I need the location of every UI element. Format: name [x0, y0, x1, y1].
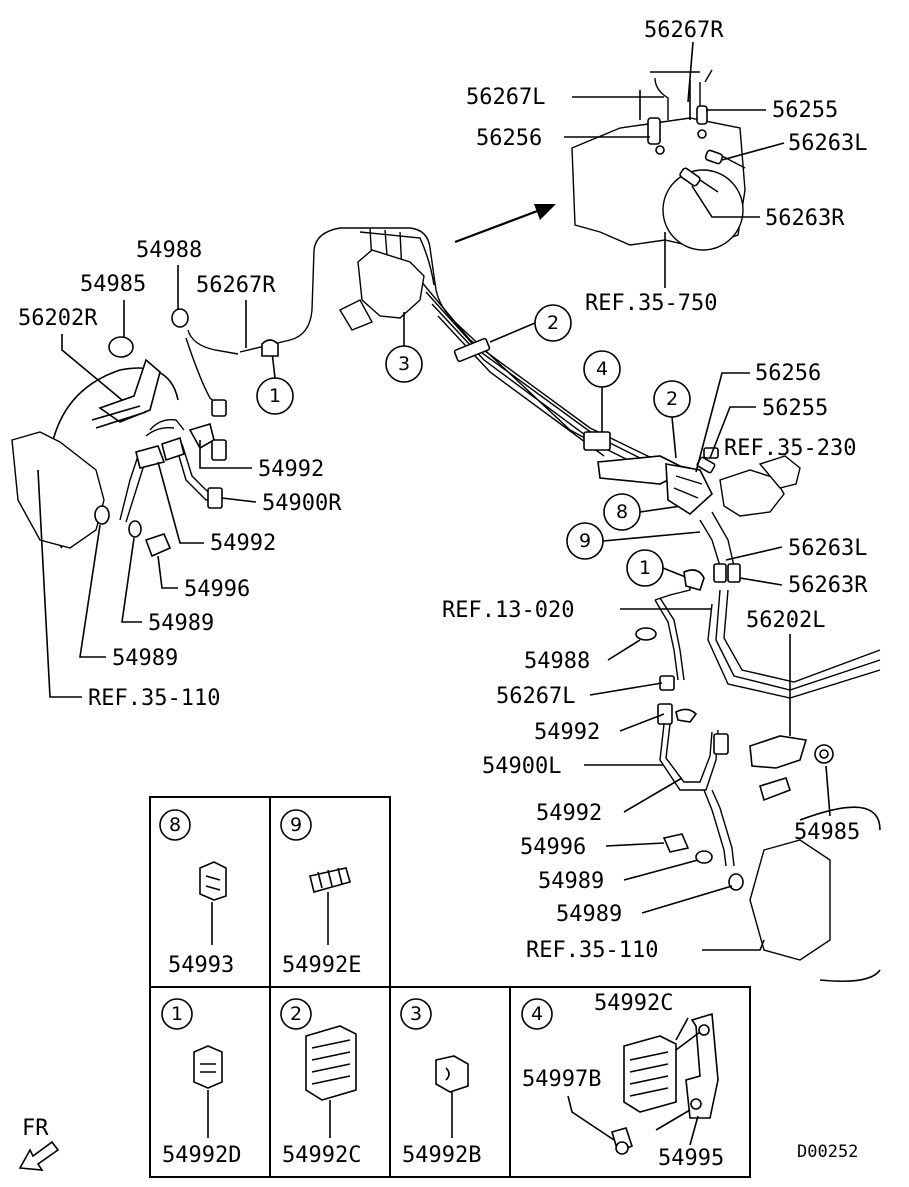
- detail-box-8: 8 54993: [159, 809, 234, 978]
- svg-text:54997B: 54997B: [522, 1067, 601, 1092]
- marker-1-left: 1: [256, 351, 294, 415]
- svg-text:4: 4: [531, 1003, 543, 1025]
- callout-54989-left-a: 54989: [148, 611, 214, 636]
- detail-box-4: 4 54992C 54997B 54995: [521, 991, 724, 1171]
- svg-text:2: 2: [547, 312, 559, 334]
- callout-54992-left-a: 54992: [258, 457, 324, 482]
- front-direction-indicator: FR: [18, 1116, 60, 1171]
- svg-text:54992C: 54992C: [594, 991, 673, 1016]
- clamp-1-left: [261, 339, 279, 357]
- callout-56263L-right: 56263L: [788, 536, 867, 561]
- main-brake-pipe-bundle: [239, 227, 695, 489]
- callout-54985-right: 54985: [794, 820, 860, 845]
- svg-text:1: 1: [171, 1003, 183, 1025]
- ref-35-750: REF.35-750: [585, 291, 717, 316]
- svg-text:3: 3: [398, 353, 410, 375]
- callout-56263R-top: 56263R: [765, 206, 845, 231]
- svg-text:54992B: 54992B: [402, 1143, 481, 1168]
- callout-54992-left-b: 54992: [210, 531, 276, 556]
- marker-8: 8: [603, 493, 689, 531]
- svg-text:8: 8: [169, 814, 181, 836]
- marker-3: 3: [385, 312, 423, 383]
- callout-54992-right-b: 54992: [536, 801, 602, 826]
- svg-text:9: 9: [579, 530, 591, 552]
- callout-54900L: 54900L: [482, 754, 561, 779]
- detail-box-1: 1 54992D: [161, 998, 241, 1168]
- callout-54985-left: 54985: [80, 272, 146, 297]
- callout-54996-left: 54996: [184, 577, 250, 602]
- ref-13-020: REF.13-020: [442, 598, 574, 623]
- ref-35-110-right: REF.35-110: [526, 938, 658, 963]
- svg-text:4: 4: [596, 358, 608, 380]
- callout-56255-right: 56255: [762, 396, 828, 421]
- callout-56256-top: 56256: [476, 126, 542, 151]
- marker-1-right: 1: [626, 549, 689, 587]
- callout-54989-right-b: 54989: [556, 902, 622, 927]
- marker-4: 4: [583, 350, 621, 432]
- left-wheel-hose-assembly: [11, 308, 239, 558]
- callout-54988-right: 54988: [524, 649, 590, 674]
- right-wheel-hose-assembly: [635, 597, 881, 983]
- ref-35-230: REF.35-230: [724, 436, 856, 461]
- callout-54988-left: 54988: [136, 238, 202, 263]
- svg-text:1: 1: [269, 385, 281, 407]
- callout-54992-right-a: 54992: [534, 720, 600, 745]
- svg-text:54992D: 54992D: [162, 1143, 241, 1168]
- ref-35-110-left: REF.35-110: [88, 686, 220, 711]
- svg-text:54992C: 54992C: [282, 1143, 361, 1168]
- callout-56267R-top: 56267R: [644, 18, 724, 43]
- callout-54996-right: 54996: [520, 835, 586, 860]
- master-cylinder-reference: [571, 69, 746, 251]
- svg-text:8: 8: [616, 501, 628, 523]
- callout-56255-top: 56255: [772, 98, 838, 123]
- detail-grid: [149, 796, 751, 1178]
- fr-label: FR: [22, 1116, 49, 1141]
- direction-arrow: [454, 204, 556, 244]
- callout-56263L-top: 56263L: [788, 131, 867, 156]
- callout-56267R-left: 56267R: [196, 273, 276, 298]
- callout-54900R: 54900R: [262, 491, 342, 516]
- svg-text:54992E: 54992E: [282, 953, 361, 978]
- callout-54989-left-b: 54989: [112, 646, 178, 671]
- svg-text:54995: 54995: [658, 1146, 724, 1171]
- svg-text:3: 3: [410, 1003, 422, 1025]
- callout-54989-right-a: 54989: [538, 869, 604, 894]
- marker-9: 9: [566, 522, 701, 560]
- svg-text:2: 2: [666, 388, 678, 410]
- detail-box-3: 3 54992B: [400, 998, 481, 1168]
- svg-text:54993: 54993: [168, 953, 234, 978]
- callout-56202L: 56202L: [746, 608, 825, 633]
- callout-56202R: 56202R: [18, 306, 98, 331]
- svg-text:9: 9: [290, 814, 302, 836]
- detail-box-9: 9 54992E: [280, 809, 361, 978]
- marker-2-mid: 2: [653, 380, 691, 459]
- diagram-code: D00252: [797, 1142, 858, 1162]
- svg-text:2: 2: [290, 1003, 302, 1025]
- callout-56267L-top: 56267L: [466, 85, 545, 110]
- callout-56263R-right: 56263R: [788, 573, 868, 598]
- detail-box-2: 2 54992C: [280, 998, 361, 1168]
- svg-text:1: 1: [639, 557, 651, 579]
- callout-56256-right: 56256: [755, 361, 821, 386]
- marker-2-top: 2: [489, 304, 572, 343]
- callout-56267L-right: 56267L: [496, 684, 575, 709]
